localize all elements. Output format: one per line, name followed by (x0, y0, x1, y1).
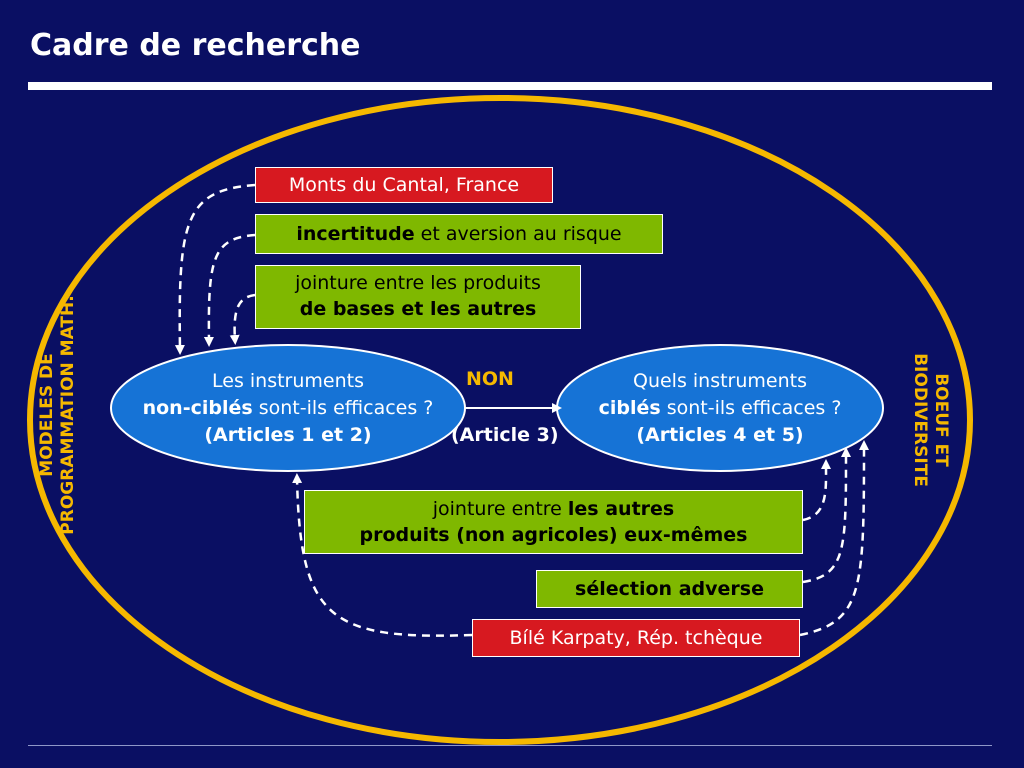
connector-bile-right (799, 440, 869, 637)
left-side-label: MODELES DE PROGRAMMATION MATH. (37, 295, 79, 534)
right-ellipse-line1: Quels instruments (632, 369, 807, 392)
bile-label: Bílé Karpaty, Rép. tchèque (509, 627, 763, 649)
right-ellipse-rest: sont-ils efficaces ? (660, 396, 842, 419)
article3-label: (Article 3) (451, 424, 559, 446)
jointure-bases-box: jointure entre les produits de bases et … (255, 265, 581, 329)
jointure-bases-line2: de bases et les autres (299, 298, 537, 320)
right-side-label: BOEUF ET BIODIVERSITE (909, 353, 951, 487)
left-ellipse-text: Les instruments non-ciblés sont-ils effi… (110, 345, 466, 471)
incertitude-rest: et aversion au risque (414, 223, 622, 245)
jointure-autres-prefix: jointure entre (432, 498, 568, 520)
left-ellipse-rest: sont-ils efficaces ? (252, 396, 434, 419)
selection-label: sélection adverse (575, 578, 764, 600)
footer-rule (28, 745, 992, 746)
connector-monts (174, 183, 256, 355)
selection-box: sélection adverse (536, 570, 803, 608)
right-ellipse-text: Quels instruments ciblés sont-ils effica… (557, 345, 883, 471)
right-ellipse-bold: ciblés (598, 396, 661, 419)
incertitude-bold: incertitude (296, 223, 415, 245)
title-underline (28, 82, 992, 90)
right-ellipse-articles: (Articles 4 et 5) (636, 423, 804, 446)
jointure-bases-line1: jointure entre les produits (295, 272, 541, 294)
monts-box: Monts du Cantal, France (255, 167, 553, 203)
jointure-autres-bold: les autres (567, 498, 675, 520)
incertitude-box: incertitude et aversion au risque (255, 214, 663, 254)
connector-bile-left (292, 473, 473, 637)
left-side-line2: PROGRAMMATION MATH. (58, 295, 78, 535)
connector-jointure2 (802, 459, 832, 522)
connector-jointure1 (229, 293, 256, 345)
non-label: NON (466, 368, 514, 390)
page-title: Cadre de recherche (30, 28, 361, 63)
left-ellipse-bold: non-ciblés (142, 396, 253, 419)
left-side-line1: MODELES DE (37, 353, 57, 477)
left-ellipse-articles: (Articles 1 et 2) (204, 423, 372, 446)
jointure-autres-line2: produits (non agricoles) eux-mêmes (359, 524, 748, 546)
monts-label: Monts du Cantal, France (288, 174, 520, 196)
right-side-line1: BOEUF ET (931, 373, 951, 467)
bile-box: Bílé Karpaty, Rép. tchèque (472, 619, 800, 657)
connector-incertitude (203, 233, 256, 347)
outer-ellipse (27, 95, 973, 745)
jointure-autres-box: jointure entre les autres produits (non … (304, 490, 803, 554)
right-side-line2: BIODIVERSITE (910, 353, 930, 487)
left-ellipse-line1: Les instruments (212, 369, 364, 392)
